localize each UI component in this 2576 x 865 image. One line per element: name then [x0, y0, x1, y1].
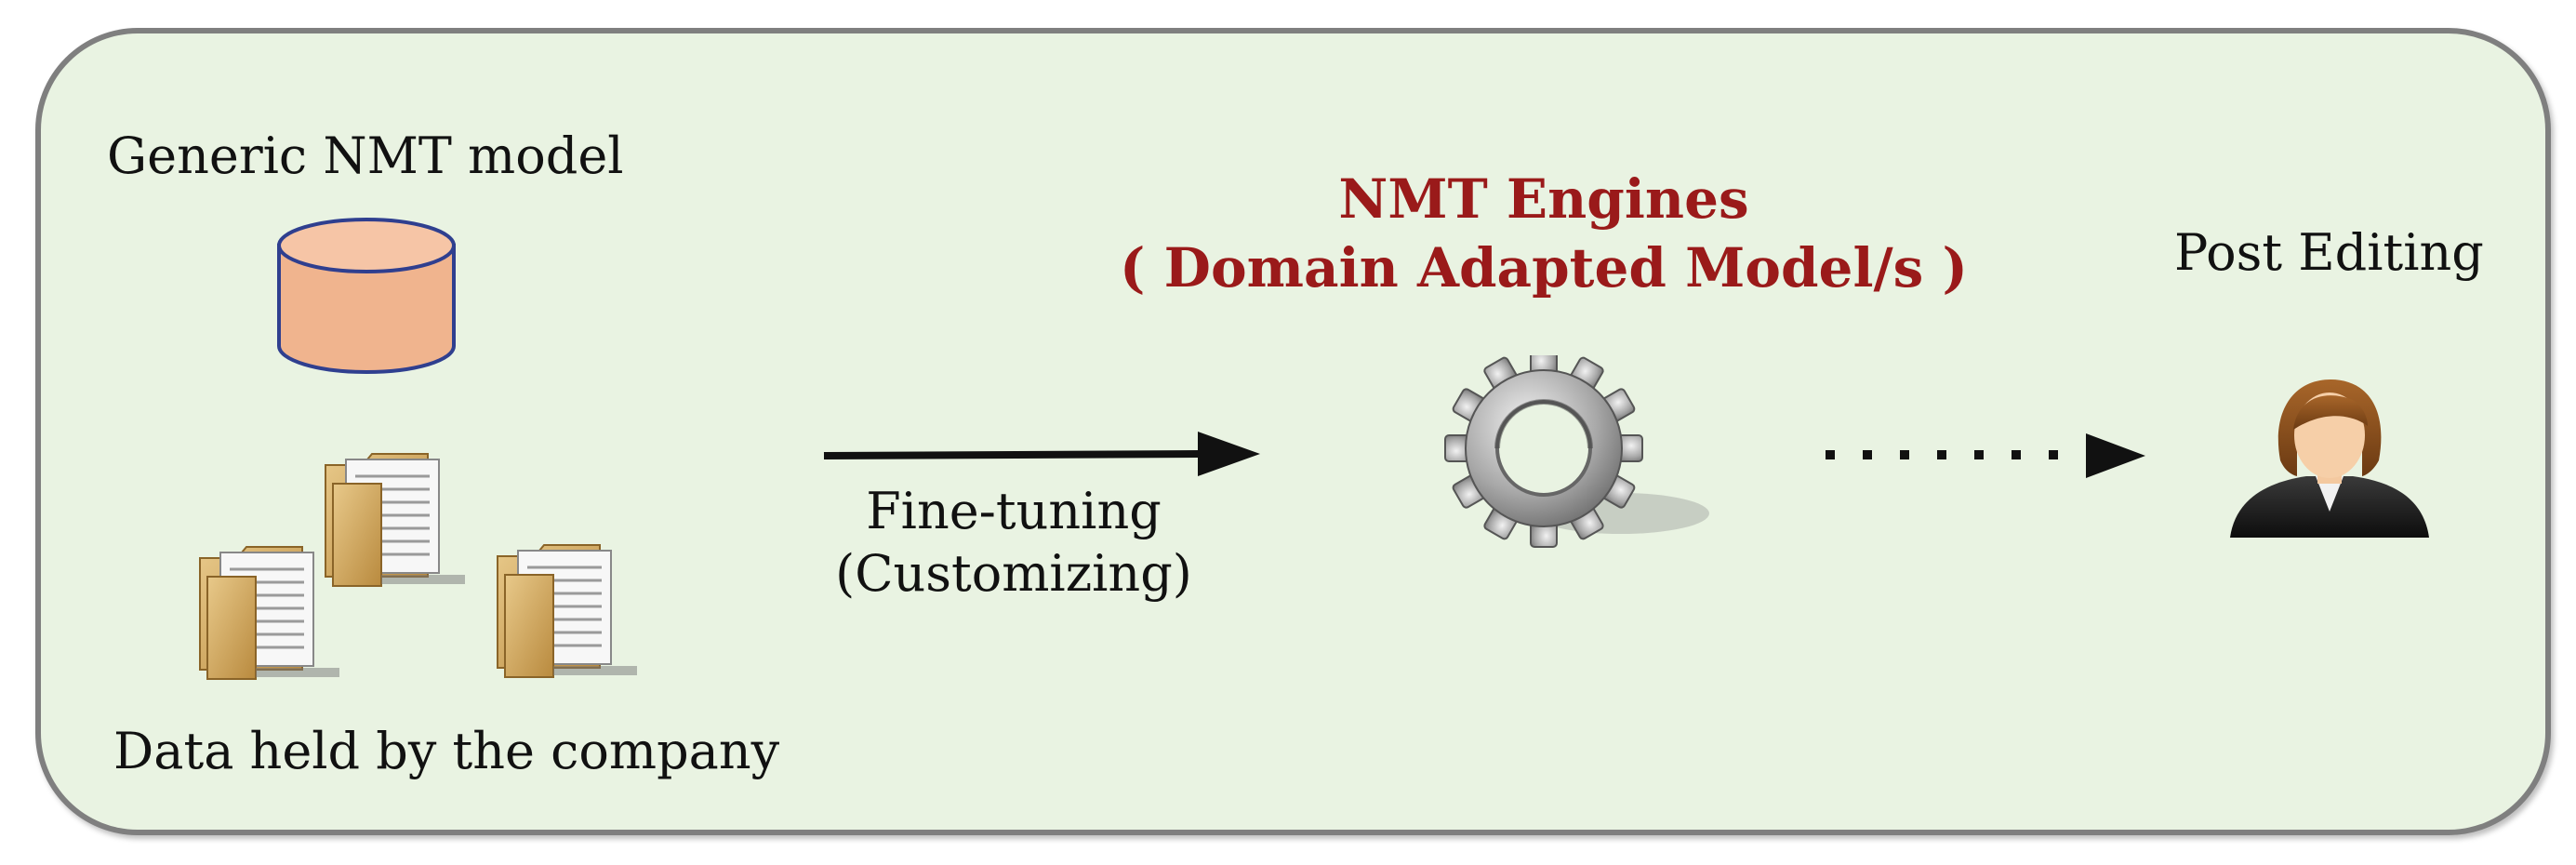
engines-title: NMT Engines ( Domain Adapted Model/s ): [1079, 167, 2009, 300]
fine-tuning-label-line1: Fine-tuning: [866, 482, 1162, 540]
post-editing-label: Post Editing: [2174, 223, 2484, 282]
engines-title-line2: ( Domain Adapted Model/s ): [1120, 235, 1968, 299]
fine-tuning-arrow: [823, 432, 1260, 476]
company-data-label: Data held by the company: [113, 722, 780, 780]
diagram-panel: [35, 28, 2551, 835]
engines-title-line1: NMT Engines: [1338, 167, 1749, 231]
database-cylinder-icon: [277, 218, 456, 374]
generic-model-label: Generic NMT model: [107, 126, 624, 185]
fine-tuning-label: Fine-tuning (Customizing): [818, 482, 1209, 605]
person-icon: [2230, 379, 2429, 538]
fine-tuning-label-line2: (Customizing): [835, 543, 1192, 603]
gear-icon: [1444, 355, 1709, 548]
dotted-arrow: [1826, 433, 2145, 478]
document-folders-icon: [199, 453, 637, 680]
